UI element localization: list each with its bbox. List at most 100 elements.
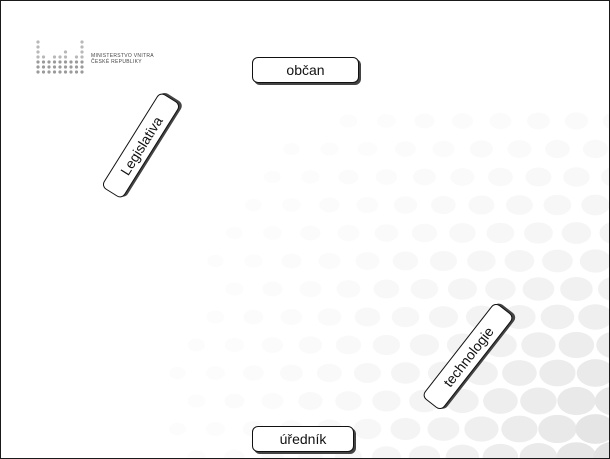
background-dot [451,113,473,129]
background-dot [538,414,577,444]
background-dot [501,415,538,443]
background-dot [339,114,358,128]
background-dot [337,224,360,242]
background-dot [353,418,382,440]
background-dot [557,386,596,416]
background-dot [299,280,322,298]
background-dot [318,252,341,270]
background-dot [521,332,556,358]
background-dot [464,416,499,442]
background-dot [357,141,378,157]
background-dot [245,198,262,212]
background-dot [411,223,438,243]
background-dot [316,363,342,383]
background-dot [205,421,225,437]
background-dot [467,250,496,272]
background-dot [489,112,512,130]
background-dot [262,281,283,297]
background-dot [414,113,435,129]
background-dot [596,332,609,358]
background-dot [391,306,420,328]
ministry-name-line1: MINISTERSTVO VNITRA [91,53,154,59]
background-dot [445,444,480,458]
background-dot [390,417,421,441]
background-dot [428,306,459,328]
background-dot [261,337,284,353]
ministry-logo-icon [36,40,84,74]
background-dot [543,194,572,216]
background-dot [597,277,609,301]
background-dot [520,387,557,415]
background-dot [187,338,205,352]
background-dot [338,169,359,185]
ministry-name-line2: ČESKÉ REPUBLIKY [91,59,142,65]
background-dot [576,359,609,387]
background-dot [243,365,264,381]
background-dot [301,170,320,184]
background-dot [594,387,609,415]
background-dot [371,446,401,458]
background-dot [225,282,244,296]
background-dot [409,334,440,356]
background-dot [356,196,379,214]
background-dot [320,142,339,156]
background-dot [578,304,609,330]
background-dot [581,194,609,216]
background-dot [224,337,245,353]
background-dot [449,223,476,243]
background-dot [224,393,245,409]
background-dot [504,250,535,272]
background-dot [243,309,264,325]
background-dot [300,225,321,241]
background-dot [187,394,206,408]
background-dot [206,366,225,380]
background-dot [556,442,597,458]
background-dot [169,366,186,380]
background-dot [319,197,340,213]
background-dot [336,280,361,298]
background-dot [187,450,206,458]
background-dot [432,140,455,158]
background-dot [282,198,301,212]
background-dot [602,113,609,129]
background-dot [579,249,609,273]
background-dot [393,196,418,214]
background-dot [487,167,513,187]
background-dot [281,253,302,269]
background-dot [280,308,303,326]
background-dot [486,222,515,244]
background-dot [244,254,263,268]
background-dot [540,304,575,330]
background-dot [593,442,609,458]
background-dot [502,360,537,386]
node-urednik: úředník [252,426,354,452]
background-dot [564,112,589,130]
background-dot [525,167,552,187]
background-dot [392,251,419,271]
background-dot [353,363,381,383]
background-dot [582,139,608,159]
background-dot [545,139,570,159]
background-dot [413,168,436,186]
background-dot [206,310,225,324]
background-dot [335,335,362,355]
background-dot [429,250,457,272]
background-dot [355,252,380,270]
background-dot [298,392,323,410]
background-dot [431,195,456,215]
background-dot [446,388,479,414]
background-dot [561,222,592,244]
background-dot [298,336,323,354]
background-dot [226,226,243,240]
background-dot [410,278,439,300]
background-dot [522,277,555,301]
background-dot [390,362,420,384]
background-dot [485,277,516,301]
background-dot [524,222,553,244]
background-dot [563,167,590,187]
background-dot [469,140,493,158]
background-dot [263,226,282,240]
background-dot [558,331,595,359]
background-dot [377,114,396,128]
background-dot [560,276,593,302]
